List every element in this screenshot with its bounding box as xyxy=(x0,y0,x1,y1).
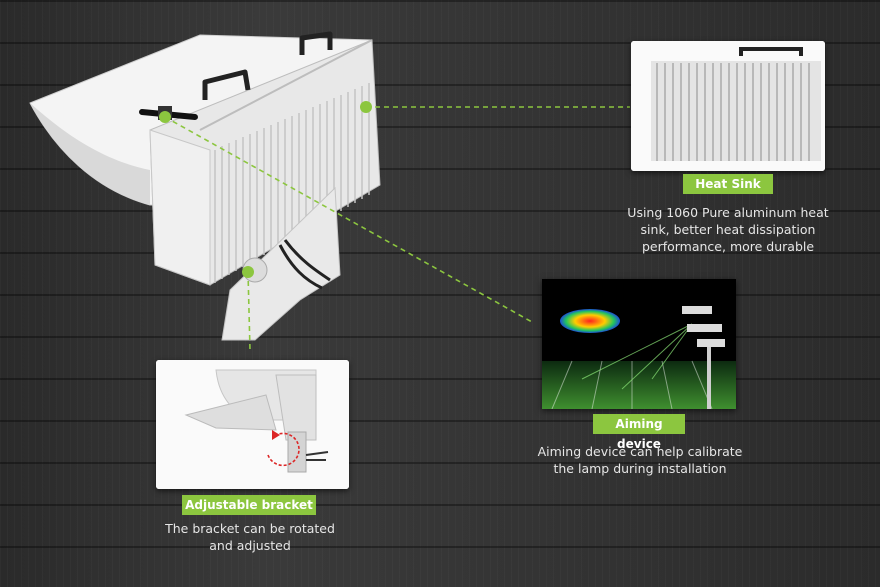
heatsink-description: Using 1060 Pure aluminum heat sink, bett… xyxy=(618,204,838,255)
aiming-label-badge: Aiming device xyxy=(593,414,685,451)
aiming-description: Aiming device can help calibrate the lam… xyxy=(520,443,760,477)
stadium-lighting-image xyxy=(542,279,736,409)
bracket-closeup-image xyxy=(156,360,349,489)
lamp-bracket xyxy=(221,186,341,341)
lamp-handles xyxy=(202,31,333,100)
bracket-description: The bracket can be rotated and adjusted xyxy=(140,520,360,554)
heatsink-closeup-image xyxy=(631,41,825,171)
bracket-description-line: and adjusted xyxy=(209,538,291,553)
heatsink-label-badge: Heat Sink xyxy=(683,174,773,194)
lamp-heatsink xyxy=(149,39,381,286)
callout-line-bracket xyxy=(247,271,251,351)
callout-dot-heatsink xyxy=(360,101,372,113)
heatsink-image-card xyxy=(631,41,825,171)
callout-dot-aiming xyxy=(159,111,171,123)
aiming-image-card xyxy=(542,279,736,409)
bracket-image-card xyxy=(156,360,349,489)
bracket-label-badge: Adjustable bracket xyxy=(182,495,316,515)
callout-dot-bracket xyxy=(242,266,254,278)
aiming-description-line: Aiming device can help calibrate xyxy=(537,444,743,459)
aiming-description-line: the lamp during installation xyxy=(553,461,727,476)
bracket-description-line: The bracket can be rotated xyxy=(165,521,335,536)
heatsink-description-line: sink, better heat dissipation xyxy=(640,222,816,237)
heatsink-description-line: Using 1060 Pure aluminum heat xyxy=(627,205,829,220)
callout-line-aiming xyxy=(164,116,533,323)
heatsink-description-line: performance, more durable xyxy=(641,239,815,254)
